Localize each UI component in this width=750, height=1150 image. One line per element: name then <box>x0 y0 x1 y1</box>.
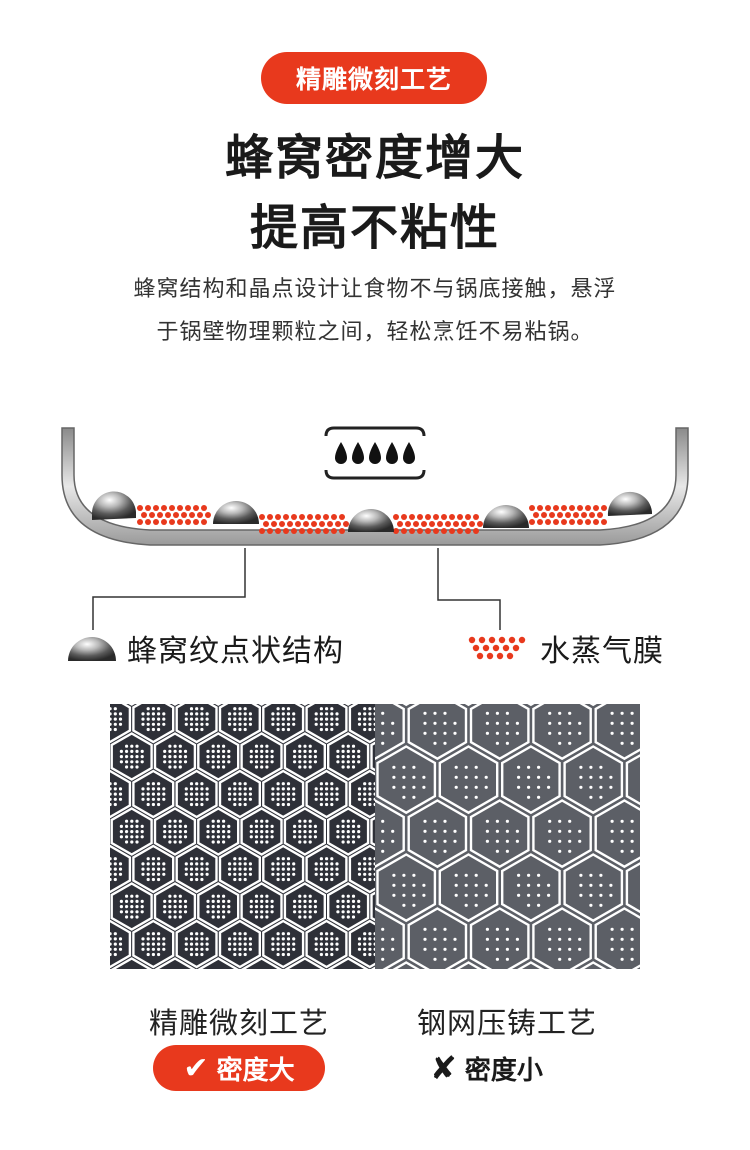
title-badge: 精雕微刻工艺 <box>261 52 487 104</box>
steam-film-dots <box>137 505 607 534</box>
description-line-1: 蜂窝结构和晶点设计让食物不与锅底接触，悬浮 <box>133 277 617 302</box>
pan-cross-section-illustration <box>61 426 689 661</box>
texture-comparison-panels <box>110 704 640 969</box>
fine-honeycomb-pattern <box>110 704 375 969</box>
legend-steam-icon <box>468 636 526 660</box>
legend-ball-icon <box>68 637 116 661</box>
leader-lines <box>92 548 501 630</box>
pan-wall <box>61 427 689 546</box>
left-craft-label: 精雕微刻工艺 <box>148 1006 329 1040</box>
headline-line-1: 蜂窝密度增大 <box>224 130 525 186</box>
high-density-text: 密度大 <box>216 1055 295 1086</box>
legend-honeycomb-label: 蜂窝纹点状结构 <box>127 634 344 669</box>
low-density-label: ✘ 密度小 <box>430 1045 543 1091</box>
high-density-badge: ✔ 密度大 <box>153 1045 325 1091</box>
right-craft-label: 钢网压铸工艺 <box>416 1006 597 1040</box>
water-drop-icon <box>324 426 426 480</box>
cross-icon: ✘ <box>430 1049 457 1087</box>
legend-steam-label: 水蒸气膜 <box>540 634 664 669</box>
check-icon: ✔ <box>183 1050 209 1086</box>
headline-line-2: 提高不粘性 <box>249 200 500 256</box>
coarse-honeycomb-pattern <box>375 704 640 969</box>
low-density-text: 密度小 <box>464 1055 543 1086</box>
description-line-2: 于锅壁物理颗粒之间，轻松烹饪不易粘锅。 <box>156 320 594 345</box>
honeycomb-dot-balls <box>91 491 652 532</box>
